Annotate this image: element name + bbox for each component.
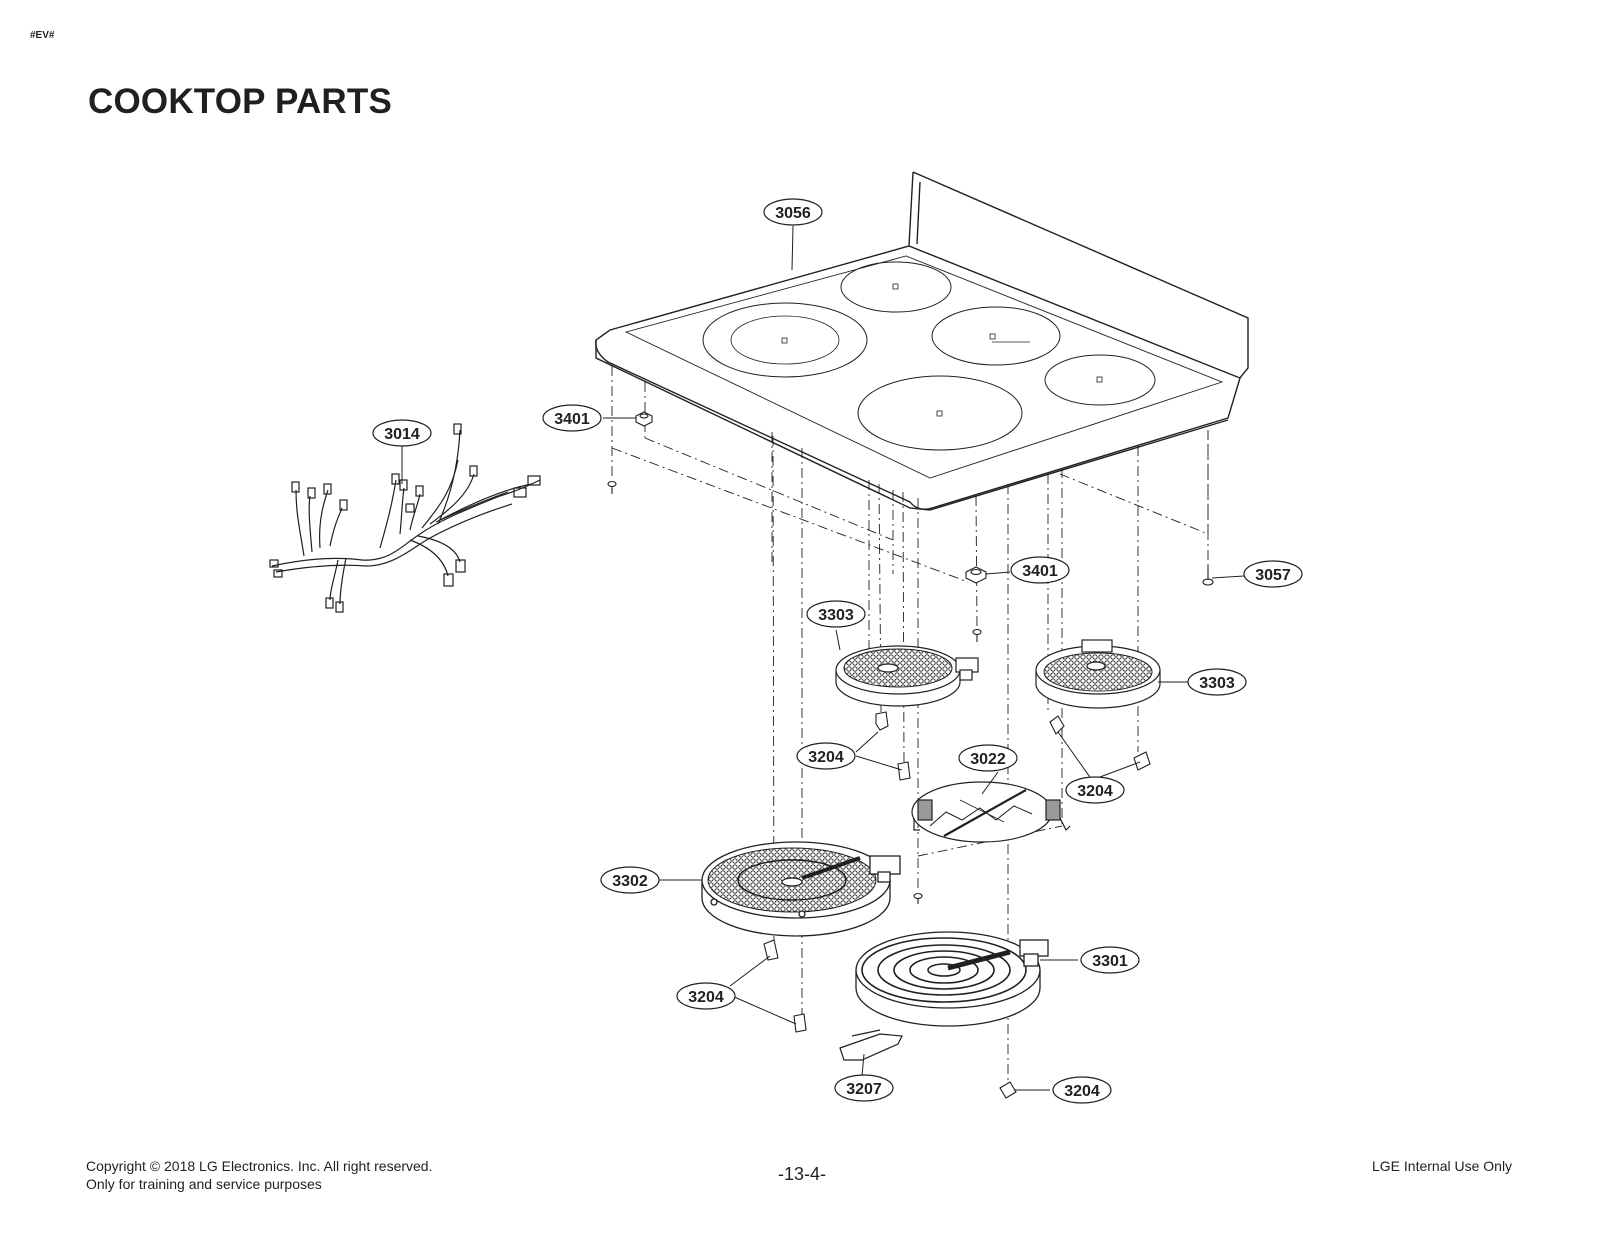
radiant-element-3302 [701, 841, 901, 937]
callout-3207: 3207 [834, 1074, 894, 1102]
copyright-text: Copyright © 2018 LG Electronics. Inc. Al… [86, 1158, 433, 1174]
svg-text:3302: 3302 [612, 873, 648, 890]
svg-text:3303: 3303 [1199, 675, 1235, 692]
callout-3303-right: 3303 [1187, 668, 1247, 696]
svg-text:3207: 3207 [846, 1081, 882, 1098]
svg-text:3056: 3056 [775, 205, 811, 222]
callout-3057: 3057 [1243, 560, 1303, 588]
callout-3204-c: 3204 [676, 982, 736, 1010]
callout-3014: 3014 [372, 419, 432, 447]
callout-3056: 3056 [763, 198, 823, 226]
screw-3401-center [965, 566, 987, 584]
screw-center [972, 628, 982, 642]
callout-3302: 3302 [600, 866, 660, 894]
screw-left [607, 480, 617, 494]
screw-3401-left [635, 411, 653, 427]
radiant-element-3303-right [1035, 639, 1161, 709]
svg-text:3057: 3057 [1255, 567, 1291, 584]
radiant-element-3301 [855, 931, 1049, 1027]
screw-bottom [913, 892, 923, 904]
callout-3401-left: 3401 [542, 404, 602, 432]
callout-3401-center: 3401 [1010, 556, 1070, 584]
svg-text:3303: 3303 [818, 607, 854, 624]
svg-text:3014: 3014 [384, 426, 420, 443]
svg-text:3301: 3301 [1092, 953, 1128, 970]
page-title: COOKTOP PARTS [88, 82, 393, 121]
clip-3204 [763, 711, 1151, 1099]
svg-text:3022: 3022 [970, 751, 1006, 768]
footer-left: Copyright © 2018 LG Electronics. Inc. Al… [86, 1157, 432, 1193]
purpose-text: Only for training and service purposes [86, 1176, 322, 1192]
leader-lines [401, 225, 1245, 1091]
callout-3303-left: 3303 [806, 600, 866, 628]
wire-harness [269, 423, 541, 613]
svg-text:3401: 3401 [554, 411, 590, 428]
callout-3022: 3022 [958, 744, 1018, 772]
callout-3301: 3301 [1080, 946, 1140, 974]
screw-3057 [1202, 566, 1214, 586]
svg-text:3204: 3204 [1077, 783, 1113, 800]
cooktop-glass [595, 171, 1249, 511]
document-tag: #EV# [30, 30, 55, 41]
callout-3204-a: 3204 [796, 742, 856, 770]
callout-3204-b: 3204 [1065, 776, 1125, 804]
radiant-element-3303-left [835, 645, 979, 707]
callout-3204-d: 3204 [1052, 1076, 1112, 1104]
svg-text:3204: 3204 [1064, 1083, 1100, 1100]
svg-text:3204: 3204 [808, 749, 844, 766]
bracket-3207 [839, 1029, 903, 1061]
svg-text:3401: 3401 [1022, 563, 1058, 580]
page-number: -13-4- [778, 1164, 827, 1184]
bracket-3022 [911, 781, 1071, 843]
svg-text:3204: 3204 [688, 989, 724, 1006]
classification-text: LGE Internal Use Only [1372, 1158, 1513, 1174]
